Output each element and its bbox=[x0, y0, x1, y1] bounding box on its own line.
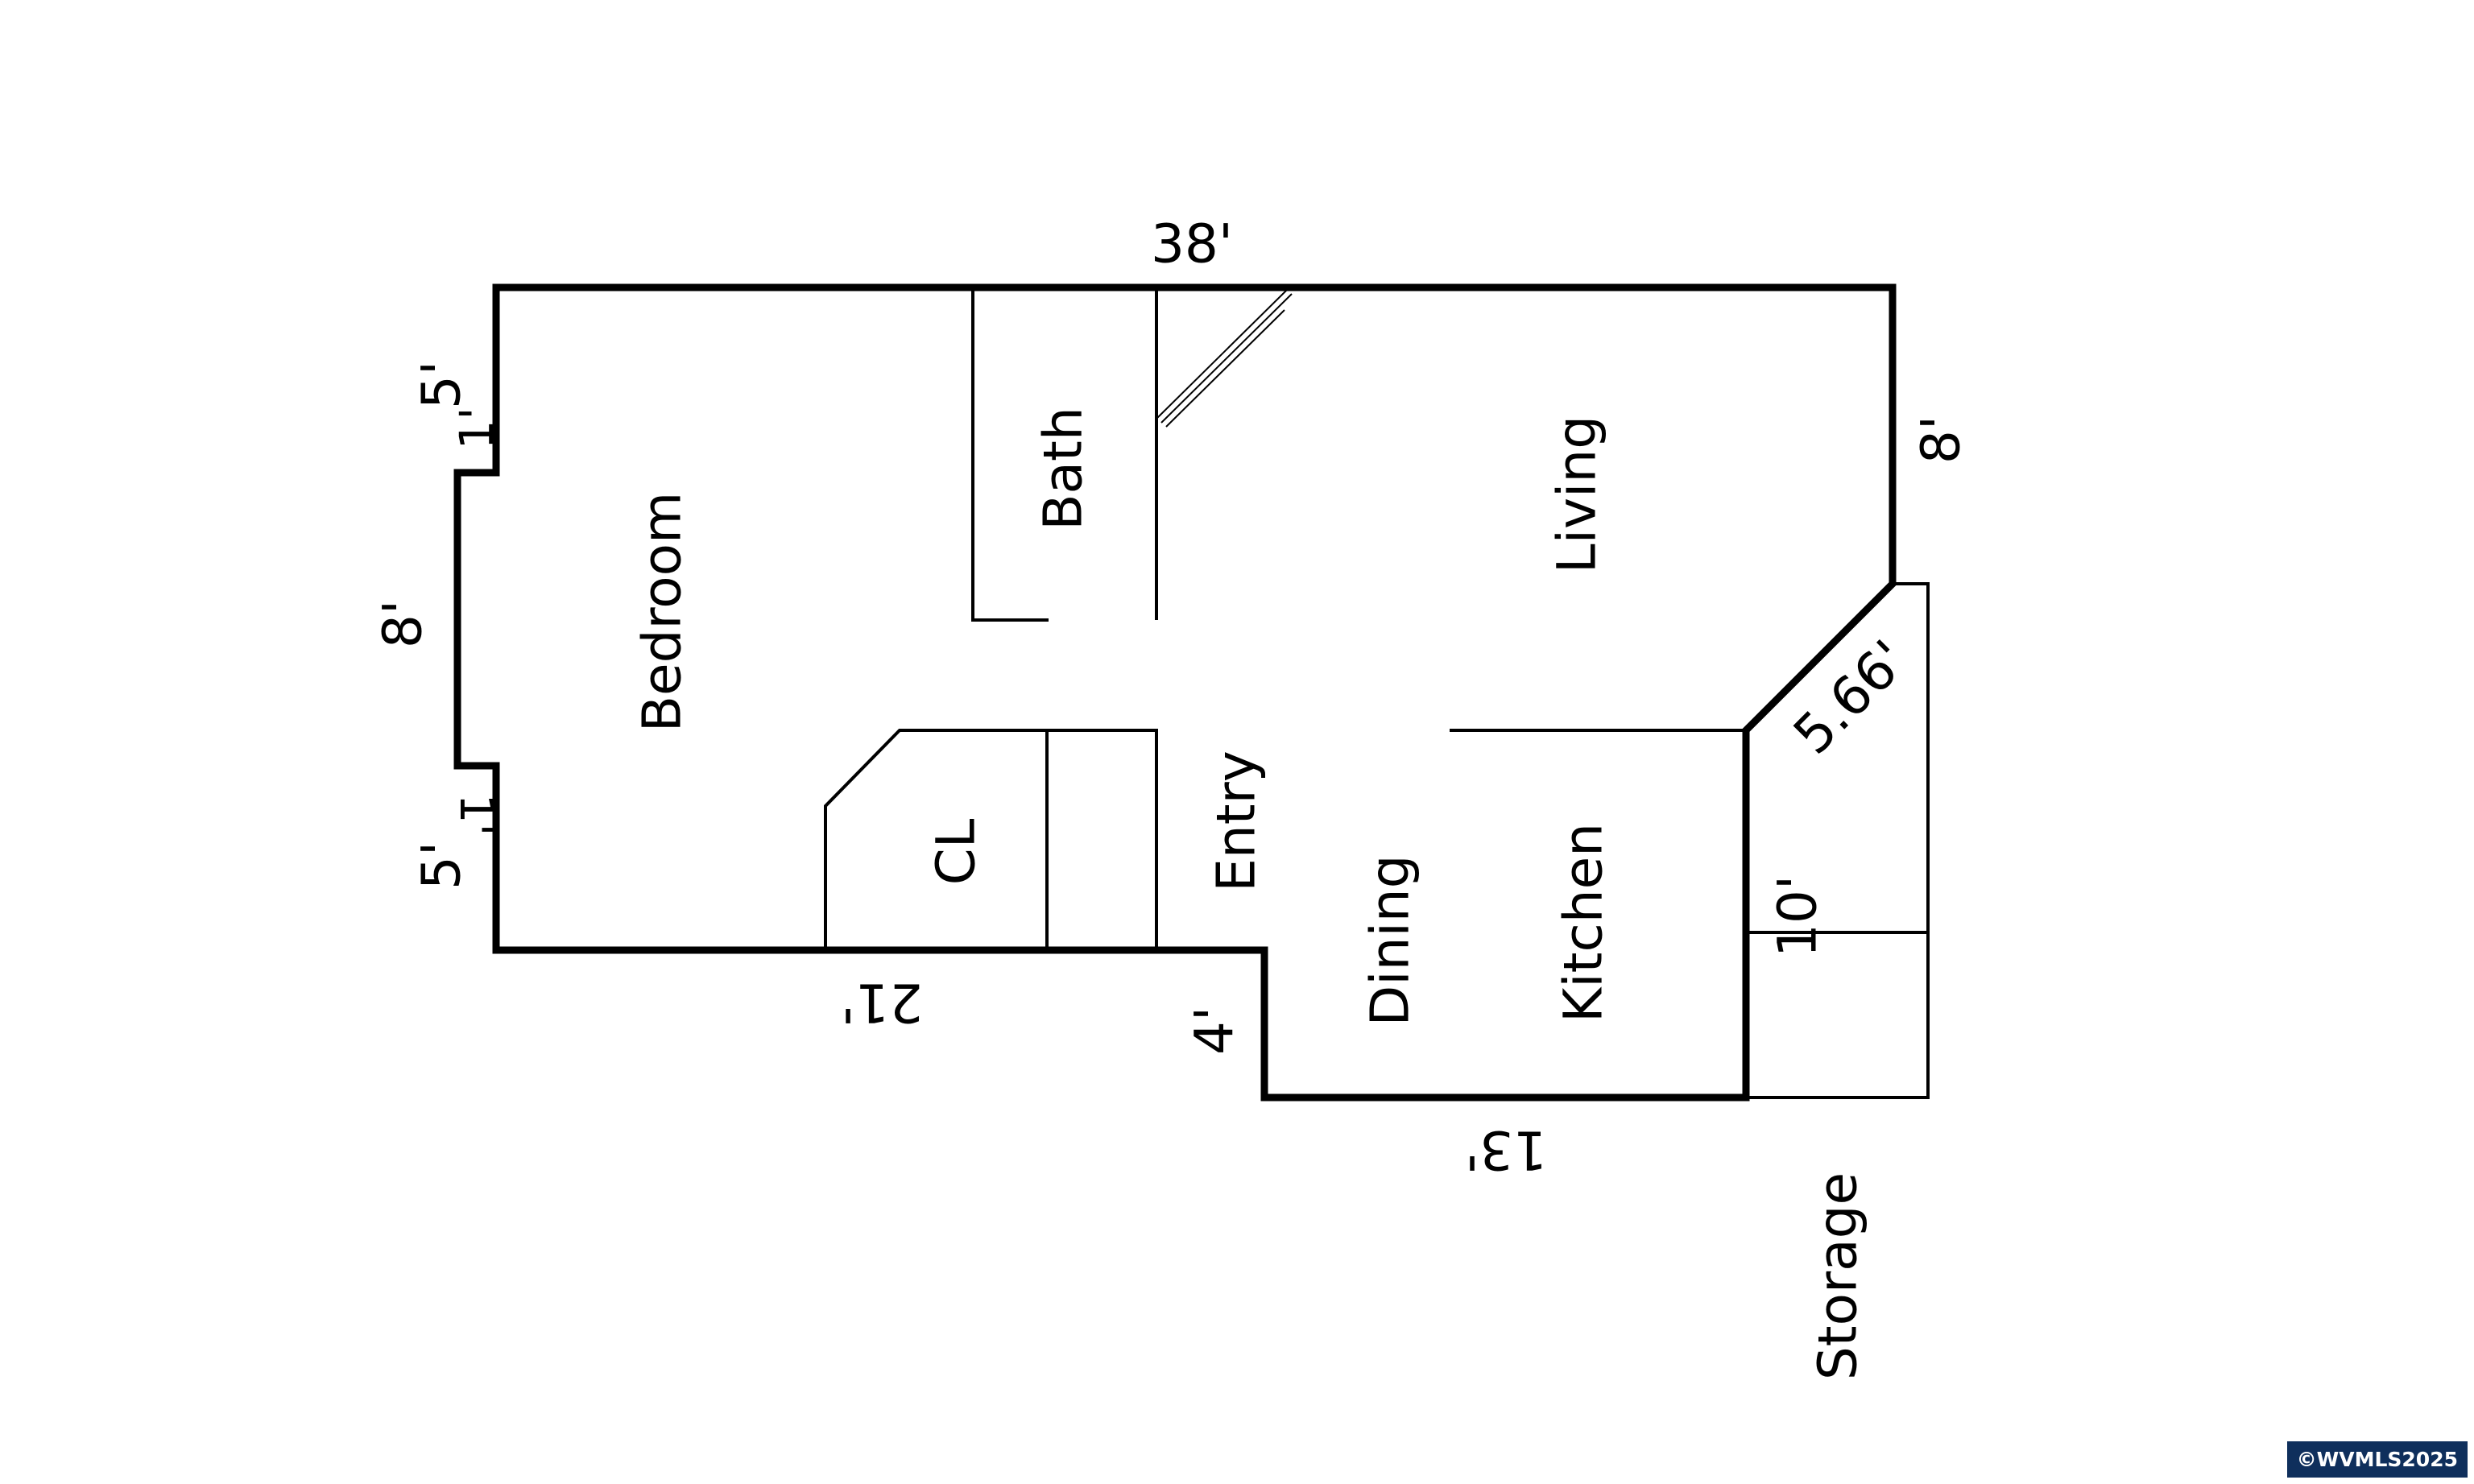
dimension-right: 8' bbox=[1910, 415, 1972, 464]
dimension-left-upper: 5' bbox=[411, 361, 473, 409]
room-label-closet: CL bbox=[925, 818, 987, 885]
storage-wall bbox=[1746, 582, 1930, 1099]
dimension-storage-side: 10' bbox=[1767, 875, 1829, 957]
room-label-dining: Dining bbox=[1359, 854, 1421, 1026]
dimension-bottom-right: 13' bbox=[1465, 1119, 1547, 1181]
dimension-diagonal: 5.66' bbox=[1781, 628, 1919, 766]
copyright-badge: ©WVMLS2025 bbox=[2286, 1441, 2468, 1478]
room-label-living: Living bbox=[1546, 415, 1608, 573]
dimension-left-upper-offset: 1' bbox=[449, 407, 504, 450]
room-label-bedroom: Bedroom bbox=[631, 492, 693, 733]
door-swing bbox=[1156, 289, 1293, 428]
room-label-storage: Storage bbox=[1807, 1172, 1869, 1380]
dimension-left-lower: 5' bbox=[411, 841, 473, 890]
dimension-step: 4' bbox=[1184, 1007, 1246, 1055]
room-label-kitchen: Kitchen bbox=[1553, 823, 1615, 1023]
bath-wall bbox=[971, 287, 1049, 622]
dimension-top: 38' bbox=[1151, 213, 1233, 275]
room-label-entry: Entry bbox=[1206, 750, 1268, 892]
interior-walls bbox=[824, 287, 1930, 1099]
dimension-left-lower-offset: 1' bbox=[449, 794, 504, 837]
dimension-bottom-left: 21' bbox=[841, 972, 923, 1034]
room-label-bath: Bath bbox=[1032, 407, 1094, 530]
closet-wall bbox=[824, 729, 1158, 950]
dimension-left-middle: 8' bbox=[372, 600, 434, 648]
